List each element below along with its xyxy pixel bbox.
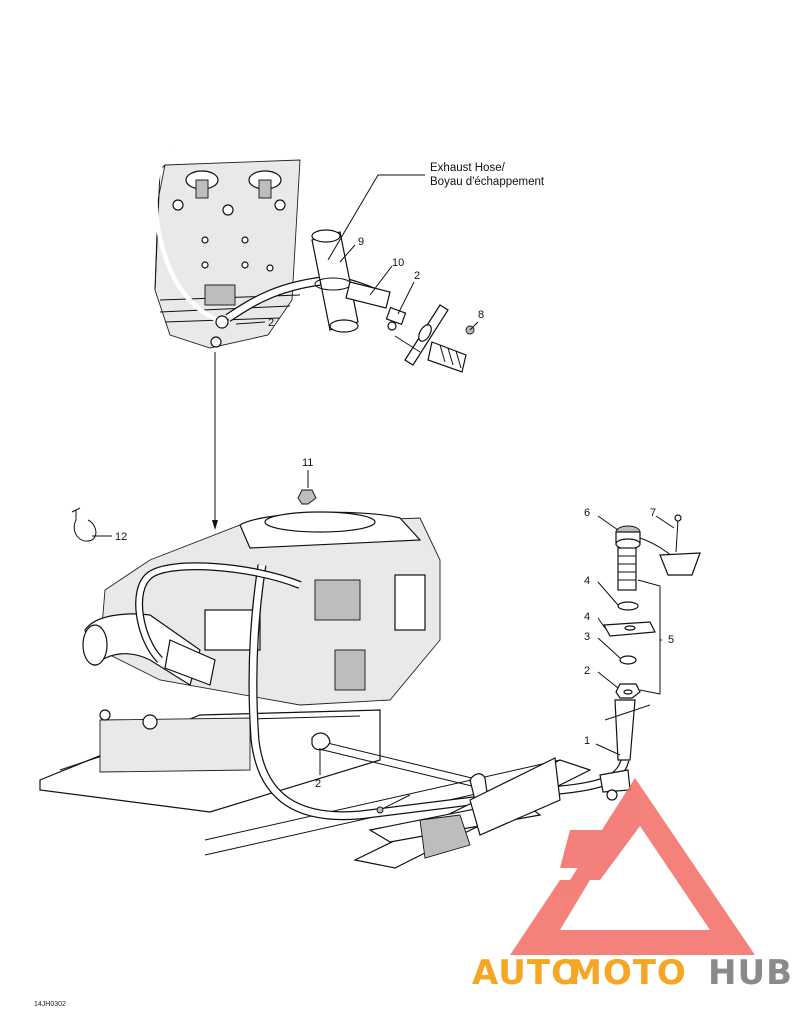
watermark-triangle-icon — [510, 778, 755, 955]
callout-6: 6 — [584, 507, 590, 519]
inset-leader-arrow — [212, 520, 218, 530]
watermark-text-hub: HUB — [708, 953, 793, 993]
nut-11 — [297, 489, 317, 505]
watermark-logo — [510, 778, 755, 955]
filler-cap-stack — [603, 514, 701, 699]
reference-code: 14JH0302 — [34, 1001, 66, 1008]
leader-lines — [92, 174, 675, 775]
watermark-triangle-inner-icon — [560, 830, 605, 868]
callout-2-bottom: 2 — [315, 778, 321, 790]
exhaust-hose-label-fr: Boyau d'échappement — [430, 176, 545, 188]
watermark-text-moto: MOTO — [568, 953, 687, 993]
watermark-brand: AUTO MOTO HUB — [472, 953, 793, 993]
callout-10: 10 — [392, 257, 404, 269]
callout-2-cap-stack: 2 — [584, 665, 590, 677]
inset-engine-head — [153, 148, 475, 373]
callout-1: 1 — [584, 735, 590, 747]
main-engine-assembly — [39, 511, 651, 869]
callout-7: 7 — [650, 507, 656, 519]
callout-2-fitting: 2 — [414, 270, 420, 282]
exhaust-hose-label-en: Exhaust Hose/ — [430, 162, 506, 174]
callout-12: 12 — [115, 531, 127, 543]
callout-5: 5 — [668, 634, 674, 646]
callout-4-lower: 4 — [584, 611, 590, 623]
callout-2-engine: 2 — [268, 317, 274, 329]
watermark-text-auto: AUTO — [472, 953, 581, 993]
callout-9: 9 — [358, 236, 364, 248]
callout-4-upper: 4 — [584, 575, 590, 587]
callout-3: 3 — [584, 631, 590, 643]
hose-clamp-12 — [71, 507, 97, 542]
callout-8: 8 — [478, 309, 484, 321]
callout-11: 11 — [302, 457, 313, 469]
